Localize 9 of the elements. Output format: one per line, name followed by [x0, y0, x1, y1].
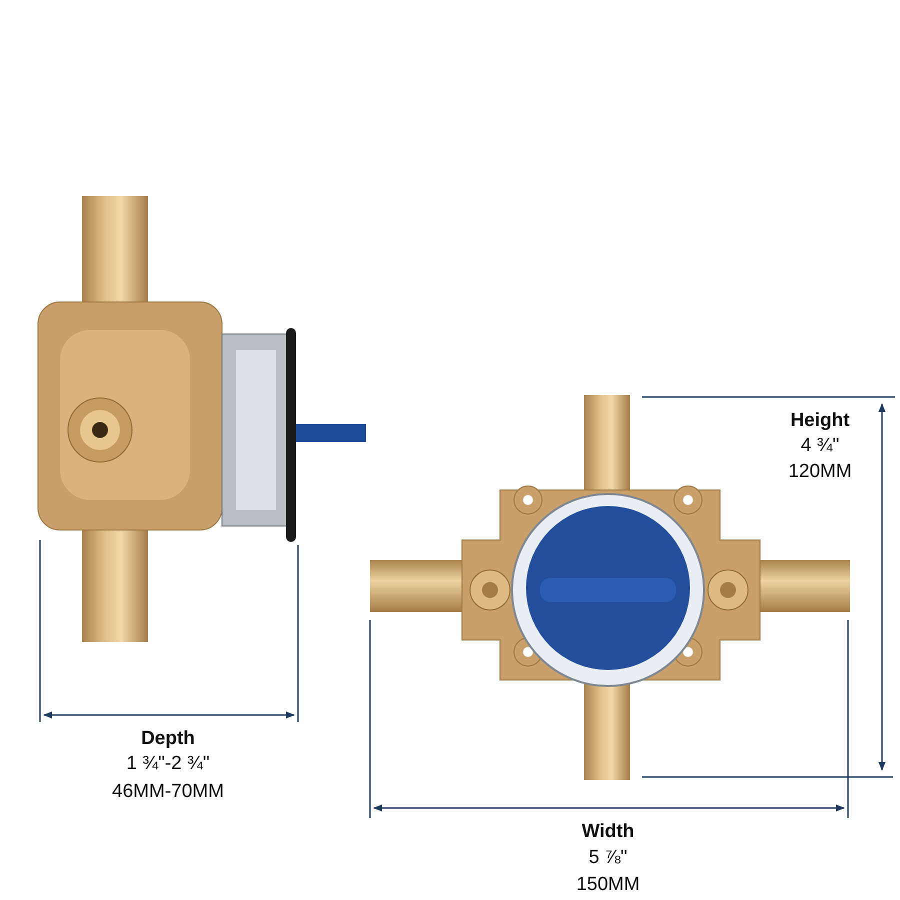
dimension-value: 4 ¾": [800, 436, 840, 455]
dimension-title: Height: [790, 411, 850, 430]
dimension-title: Depth: [141, 729, 195, 748]
dimension-value: 120MM: [788, 462, 852, 481]
dimension-value: 150MM: [576, 875, 640, 894]
dimension-value: 1 ¾"-2 ¾": [126, 754, 210, 773]
dimension-value: 46MM-70MM: [112, 782, 224, 801]
dimension-title: Width: [582, 822, 634, 841]
dimension-value: 5 ⅞": [588, 848, 628, 867]
